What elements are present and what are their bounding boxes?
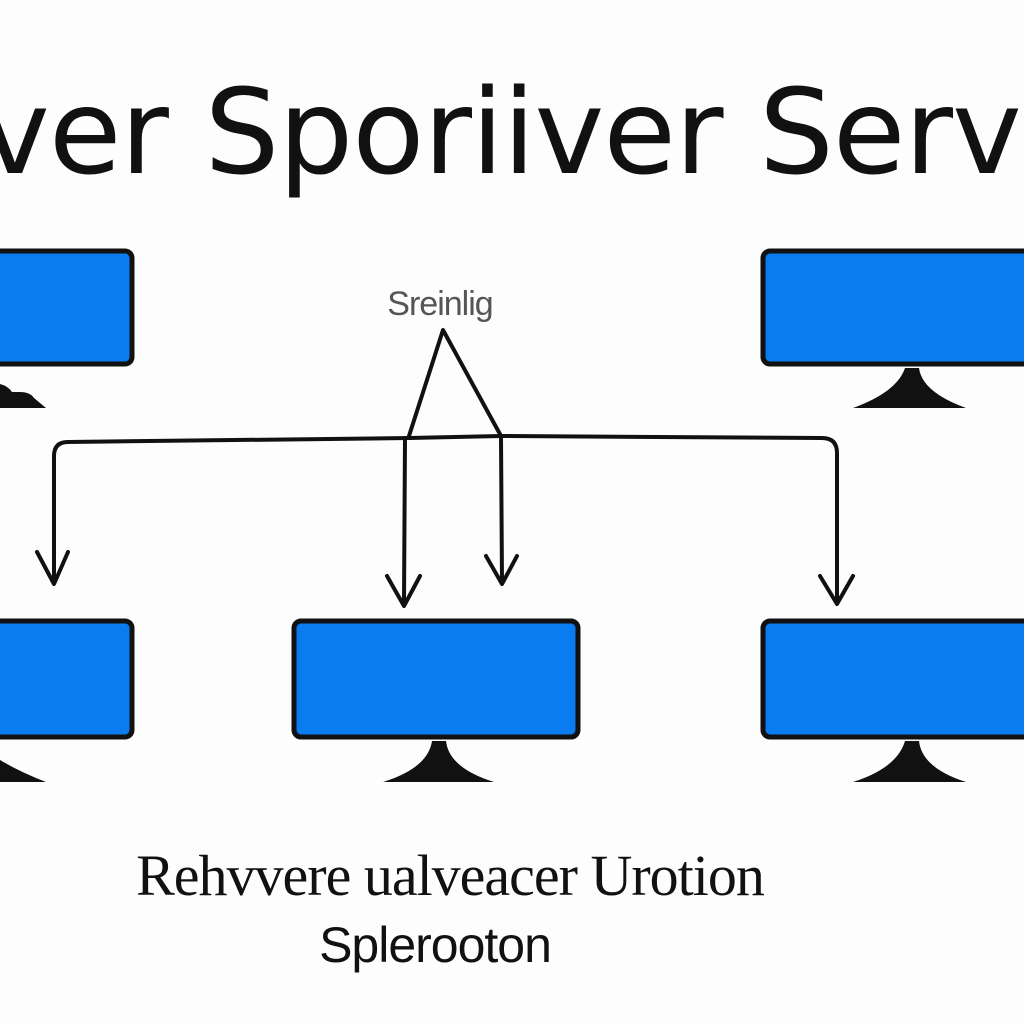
connector-bus-middle (407, 434, 503, 440)
connection-label: Sreinlig (387, 285, 493, 323)
arrowhead (818, 574, 855, 606)
monitor-stand (0, 384, 46, 408)
monitor-stand (383, 741, 494, 782)
monitor-top-right (760, 248, 1024, 408)
monitor-stand (0, 760, 46, 782)
monitor-bottom-center (291, 618, 581, 782)
monitor-screen (760, 618, 1024, 740)
connector-fork (407, 328, 503, 438)
connector-drop-center (402, 436, 407, 604)
arrowhead (35, 550, 70, 586)
monitor-screen (760, 248, 1024, 367)
monitor-bottom-right (760, 618, 1024, 782)
monitor-top-left (0, 248, 135, 408)
monitor-screen (0, 618, 135, 740)
diagram-title: ver Sporiiver Server (0, 63, 1024, 201)
monitor-bottom-left (0, 618, 135, 782)
monitor-stand (853, 368, 966, 408)
connector-drop-right (499, 436, 504, 584)
connector-bus-left (52, 436, 411, 584)
connector-bus-right (499, 434, 839, 602)
footer-caption-line-2: Splerooton (319, 917, 552, 973)
monitor-stand (853, 741, 966, 782)
monitor-screen (291, 618, 581, 740)
arrowhead (484, 554, 519, 586)
monitor-screen (0, 248, 135, 367)
footer-caption-line-1: Rehvvere ualveacer Urotion (136, 843, 765, 908)
arrowhead (385, 574, 422, 608)
